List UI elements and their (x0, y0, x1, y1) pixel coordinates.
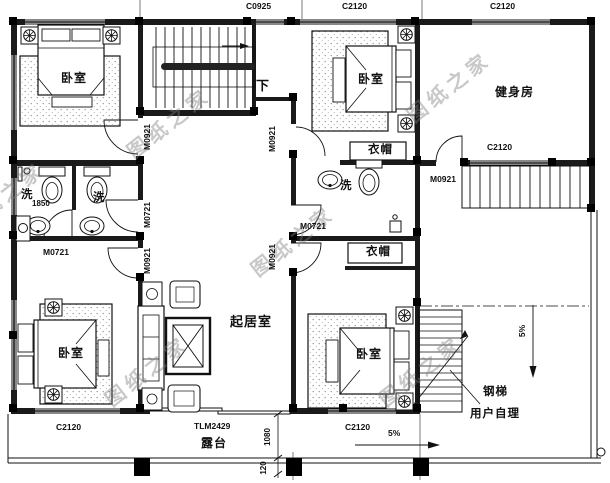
window-label-c2120-stair: C2120 (487, 142, 513, 152)
walls (11, 19, 595, 414)
annotation-lines (273, 305, 537, 478)
bed-bottom-right (307, 306, 414, 411)
external-staircase (461, 165, 591, 209)
armchair-icon (169, 280, 201, 309)
dim-label-1850: 1850 (32, 199, 50, 208)
ceiling-fan-icon (44, 385, 63, 404)
ceiling-fan-icon (395, 306, 414, 325)
door-label-m0721-h1: M0721 (43, 247, 69, 257)
door-label-m0921-v1: M0921 (141, 124, 152, 150)
dim-label-1080: 1080 (263, 428, 272, 446)
door-label-tlm2429: TLM2429 (194, 421, 231, 431)
side-table-icon (141, 281, 163, 307)
steel-stair-label: 钢梯 (483, 386, 508, 398)
door-bath-2 (105, 199, 139, 233)
window-c2120-stair (470, 160, 552, 166)
room-label-gym: 健身房 (495, 85, 535, 99)
room-label-closet-1: 衣帽 (368, 144, 393, 156)
closet-1-box (349, 141, 407, 161)
dim-label-120: 120 (259, 461, 268, 475)
window-c2120-a (300, 19, 396, 25)
stair-down-label: 下 (256, 78, 271, 93)
window-label-c2120-br: C2120 (345, 422, 371, 432)
room-label-wash-3: 洗 (340, 180, 353, 192)
window-left-1 (11, 55, 17, 130)
sink-icon (317, 170, 343, 190)
user-provided-label: 用户自理 (470, 408, 520, 420)
room-label-terrace: 露台 (201, 436, 228, 450)
ceiling-fan-icon (44, 298, 63, 317)
room-label-wash-2: 洗 (93, 192, 106, 204)
closet-2-box (347, 242, 403, 264)
closets (347, 141, 407, 264)
room-label-bedroom-tr: 卧室 (358, 72, 385, 86)
room-label-living: 起居室 (230, 314, 273, 329)
sink-icon (79, 216, 105, 236)
slope-arrow-down (529, 366, 537, 378)
ceiling-fan-icon (102, 26, 121, 45)
slope-label-v: 5% (516, 324, 527, 338)
bathroom-fixtures (15, 158, 402, 242)
window-label-c2120-top-1: C2120 (342, 1, 368, 11)
room-label-bedroom-br: 卧室 (356, 347, 383, 361)
bed-top-left (19, 24, 121, 127)
door-gym (435, 135, 463, 163)
window-left-3 (11, 300, 17, 390)
window-c0925 (256, 19, 284, 25)
water-heater-icon (17, 166, 23, 182)
stair-direction-arrow (240, 43, 249, 49)
slope-arrow-right (428, 441, 440, 449)
door-label-m0921-v2: M0921 (141, 248, 152, 274)
structural-columns (9, 17, 595, 476)
window-left-2 (11, 178, 17, 215)
window-label-c0925: C0925 (246, 1, 272, 11)
window-c2120-bl (35, 408, 120, 414)
drain-circle-icon (596, 447, 606, 457)
window-c2120-br (328, 408, 396, 414)
main-staircase (152, 25, 256, 110)
steel-staircase (413, 309, 481, 413)
door-label-m0921-gym: M0921 (430, 174, 456, 184)
door-label-m0921-v3: M0921 (266, 126, 277, 152)
living-room-furniture (137, 280, 212, 413)
faucet-icon (389, 220, 402, 233)
window-c2120-b (472, 19, 550, 25)
ceiling-fan-icon (20, 26, 39, 45)
terrace-column (134, 458, 150, 476)
room-label-bedroom-tl: 卧室 (61, 71, 88, 85)
window-label-c2120-bl: C2120 (56, 422, 82, 432)
room-label-wash-1: 洗 (21, 189, 34, 201)
door-bedroom-bl (107, 247, 139, 279)
window-top-left (25, 19, 105, 25)
window-label-c2120-top-2: C2120 (490, 1, 516, 11)
terrace-column (413, 458, 429, 476)
toilet-icon (355, 158, 383, 196)
washer-icon (15, 215, 31, 242)
door-label-m0721-h2: M0721 (300, 221, 326, 231)
door-label-m0721-v: M0721 (141, 202, 152, 228)
terrace-column (286, 458, 302, 476)
room-label-bedroom-bl: 卧室 (58, 346, 85, 360)
side-table-icon (141, 387, 163, 411)
ceiling-fan-icon (397, 25, 416, 44)
armchair-icon (167, 384, 201, 413)
steel-stair-leader (449, 369, 481, 405)
door-label-m0921-v4: M0921 (266, 244, 277, 270)
room-label-closet-2: 衣帽 (366, 246, 391, 258)
bed-bottom-left (17, 298, 113, 405)
bed-top-right (311, 25, 416, 133)
door-bedroom-tr (295, 126, 326, 157)
slope-label-h: 5% (388, 428, 401, 438)
